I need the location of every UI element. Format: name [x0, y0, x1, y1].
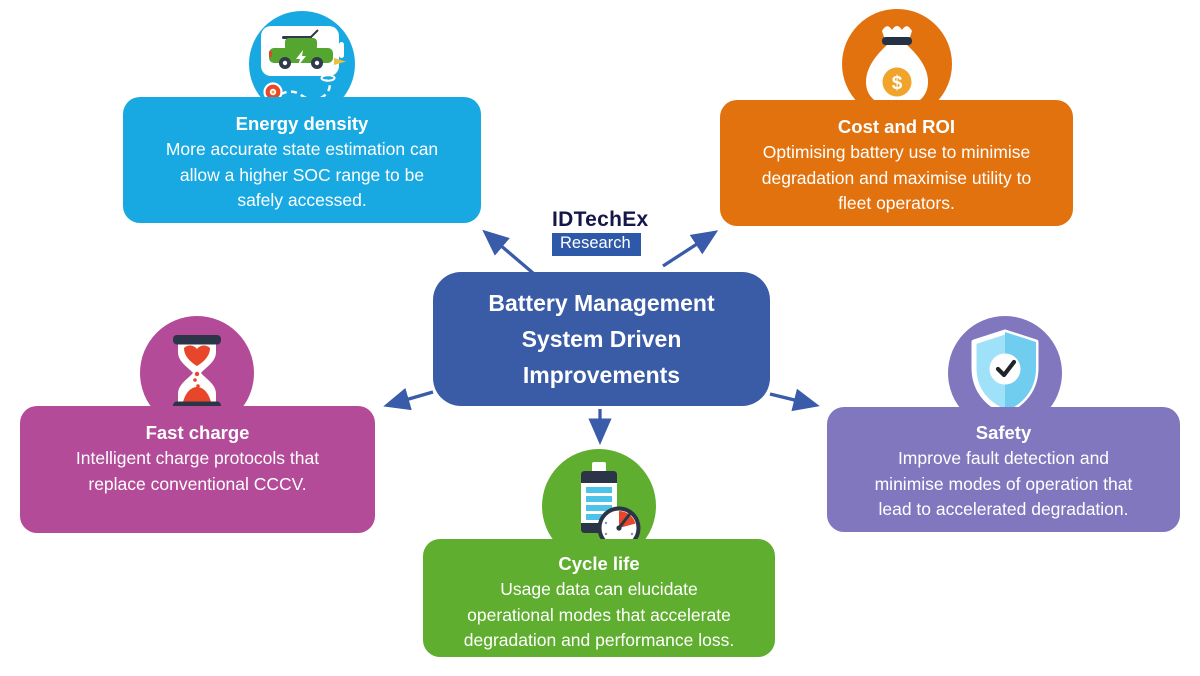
cost-and-roi-card: Cost and ROI Optimising battery use to m… — [720, 100, 1073, 226]
battery-gauge-icon — [581, 462, 641, 550]
cost-and-roi-body: Optimising battery use to minimise degra… — [761, 142, 1032, 213]
safety-title: Safety — [975, 422, 1032, 443]
arrow-to-fast-charge — [383, 387, 434, 411]
logo-research-tag: Research — [552, 233, 641, 256]
fast-charge-card: Fast charge Intelligent charge protocols… — [20, 406, 375, 533]
safety-body: Improve fault detection and minimise mod… — [874, 448, 1133, 519]
svg-text:$: $ — [892, 73, 903, 94]
cycle-life-title: Cycle life — [558, 553, 640, 574]
fast-charge-body: Intelligent charge protocols that replac… — [75, 448, 320, 494]
center-node: Battery Management System Driven Improve… — [433, 272, 770, 406]
cost-and-roi-title: Cost and ROI — [837, 116, 956, 137]
arrow-to-energy-density — [482, 229, 535, 275]
energy-density-badge — [249, 11, 355, 117]
energy-density-title: Energy density — [235, 113, 369, 134]
money-bag-icon: $ — [866, 26, 928, 107]
arrow-to-cost-and-roi — [662, 230, 719, 268]
center-title: Battery Management System Driven Improve… — [488, 290, 715, 388]
idtechex-logo: IDTechEx Research — [552, 208, 649, 256]
fast-charge-title: Fast charge — [145, 422, 250, 443]
hourglass-icon — [173, 335, 221, 411]
shield-check-icon — [971, 329, 1039, 415]
logo-brand-text: IDTechEx — [552, 208, 649, 231]
energy-density-body: More accurate state estimation can allow… — [165, 139, 439, 210]
safety-card: Safety Improve fault detection and minim… — [827, 407, 1180, 532]
arrow-to-safety — [769, 388, 820, 412]
cycle-life-body: Usage data can elucidate operational mod… — [463, 579, 735, 650]
energy-density-card: Energy density More accurate state estim… — [123, 97, 481, 223]
cycle-life-card: Cycle life Usage data can elucidate oper… — [423, 539, 775, 657]
